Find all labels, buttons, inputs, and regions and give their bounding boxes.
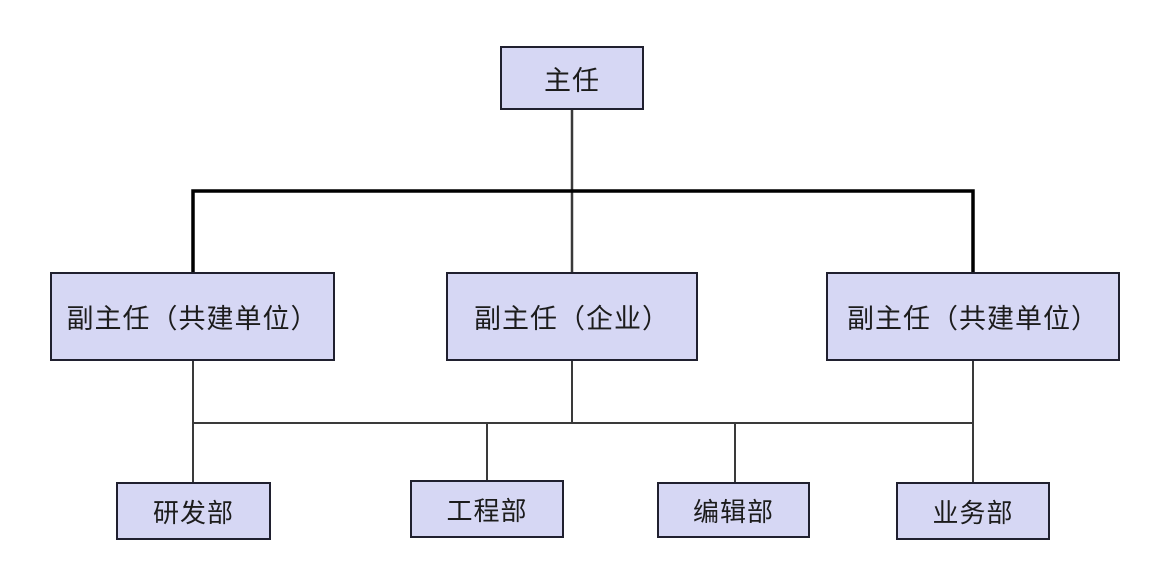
node-dept-engineering: 工程部 [410,480,564,538]
node-dept-rd: 研发部 [116,482,271,540]
node-deputy-middle-label: 副主任（企业） [474,304,670,334]
node-dept-rd-label: 研发部 [152,497,234,528]
node-deputy-right-label: 副主任（共建单位） [847,304,1099,334]
node-director: 主任 [500,46,644,110]
node-dept-editorial-label: 编辑部 [692,496,774,527]
node-director-label: 主任 [544,65,600,96]
node-deputy-left-label: 副主任（共建单位） [66,304,319,334]
edge-director-bracket [191,189,975,272]
node-deputy-right: 副主任（共建单位） [826,272,1120,361]
node-dept-engineering-label: 工程部 [446,495,528,526]
node-dept-editorial: 编辑部 [657,482,810,538]
node-deputy-left: 副主任（共建单位） [50,272,335,361]
node-dept-business-label: 业务部 [932,497,1014,528]
node-dept-business: 业务部 [896,482,1050,540]
node-deputy-middle: 副主任（企业） [446,272,698,361]
